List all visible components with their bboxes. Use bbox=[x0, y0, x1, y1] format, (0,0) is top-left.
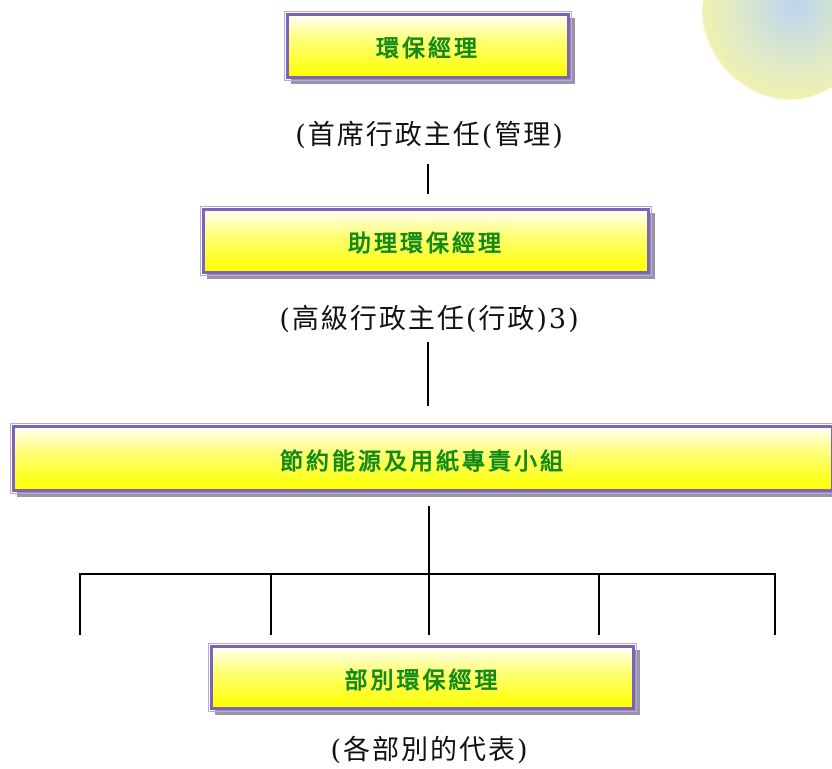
assistant-env-manager-box: 助理環保經理 bbox=[200, 206, 652, 276]
energy-saving-committee-label: 節約能源及用紙專責小組 bbox=[280, 448, 566, 475]
env-manager-label: 環保經理 bbox=[376, 36, 480, 62]
connector-top bbox=[427, 164, 429, 194]
assistant-env-manager-subtitle: (高級行政主任(行政)3) bbox=[279, 304, 581, 335]
branch-line-5 bbox=[774, 573, 776, 635]
connector-committee-down bbox=[428, 506, 430, 574]
branch-line-1 bbox=[79, 573, 81, 635]
branch-line-3 bbox=[428, 573, 430, 635]
branch-horizontal-line bbox=[79, 573, 776, 575]
decorative-globe-image bbox=[702, 0, 832, 100]
assistant-env-manager-label: 助理環保經理 bbox=[348, 231, 504, 257]
branch-line-2 bbox=[270, 573, 272, 635]
department-env-manager-subtitle: (各部別的代表) bbox=[330, 735, 530, 766]
env-manager-box: 環保經理 bbox=[284, 11, 572, 81]
energy-saving-committee-box: 節約能源及用紙專責小組 bbox=[10, 423, 832, 494]
branch-line-4 bbox=[598, 573, 600, 635]
department-env-manager-label: 部別環保經理 bbox=[344, 667, 501, 694]
department-env-manager-box: 部別環保經理 bbox=[208, 643, 637, 712]
connector-middle bbox=[427, 342, 429, 406]
env-manager-subtitle: (首席行政主任(管理) bbox=[295, 120, 565, 151]
